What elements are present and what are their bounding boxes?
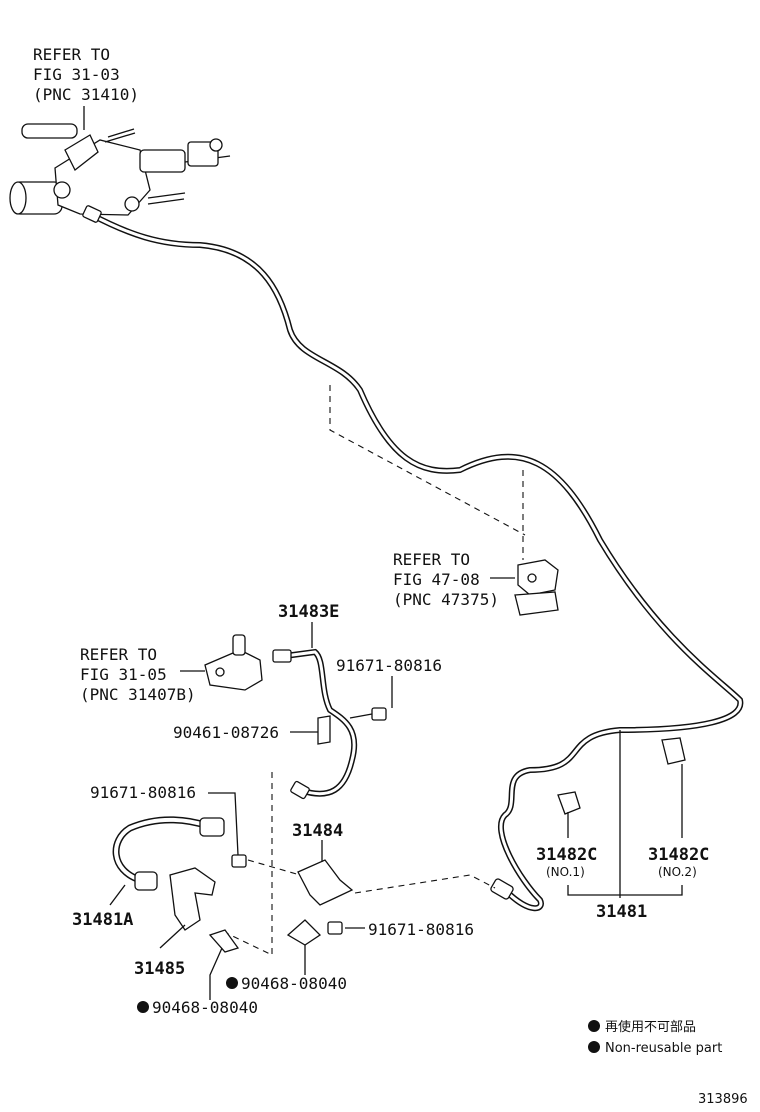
bolt-91671-top bbox=[349, 707, 387, 721]
legend-dot-2 bbox=[588, 1041, 600, 1053]
ref-clamp-l3: (PNC 47375) bbox=[393, 590, 499, 609]
clip-90468-mid bbox=[286, 919, 322, 946]
label-31481A: 31481A bbox=[72, 910, 133, 930]
label-31485: 31485 bbox=[134, 959, 185, 979]
dash-left-vert bbox=[219, 772, 273, 956]
clamp-31482C-no2 bbox=[661, 737, 686, 765]
label-91671-left: 91671-80816 bbox=[90, 783, 196, 802]
label-31481: 31481 bbox=[596, 902, 647, 922]
label-31482C-2: 31482C bbox=[648, 845, 709, 865]
dash-31484-pipe bbox=[354, 874, 496, 894]
bolt-91671-mid bbox=[327, 921, 343, 935]
leader-91671-left bbox=[208, 792, 239, 856]
label-90468-a: 90468-08040 bbox=[241, 974, 347, 993]
clip-90468-left bbox=[208, 929, 240, 953]
label-90461: 90461-08726 bbox=[173, 723, 279, 742]
label-31482C-1: 31482C bbox=[536, 845, 597, 865]
label-31482C-1-sub: (NO.1) bbox=[546, 865, 585, 879]
legend-en: Non-reusable part bbox=[605, 1041, 722, 1056]
hose-end-lower bbox=[134, 871, 158, 891]
legend-jp: 再使用不可部品 bbox=[605, 1019, 696, 1035]
label-91671-top: 91671-80816 bbox=[336, 656, 442, 675]
legend-dot-1 bbox=[588, 1020, 600, 1032]
pipe-clamp bbox=[514, 559, 559, 616]
bracket-31484 bbox=[297, 859, 354, 906]
ref-clamp-l2: FIG 47-08 bbox=[393, 570, 480, 589]
ref-clamp-l1: REFER TO bbox=[393, 550, 470, 569]
leader-31485 bbox=[159, 924, 186, 949]
nonreusable-dot-b bbox=[137, 1001, 149, 1013]
leader-31481-bracket bbox=[567, 885, 683, 896]
label-90468-b: 90468-08040 bbox=[152, 998, 258, 1017]
dash-clamp-1 bbox=[329, 385, 526, 536]
figure-id: 313896 bbox=[698, 1092, 748, 1107]
master-cylinder bbox=[9, 123, 231, 221]
hose-end-upper bbox=[199, 817, 225, 837]
label-31484: 31484 bbox=[292, 821, 343, 841]
pipe-fitting-top bbox=[82, 205, 102, 223]
bolt-91671-left bbox=[231, 854, 247, 868]
ref-master-l2: FIG 31-03 bbox=[33, 65, 120, 84]
clamp-31482C-no1 bbox=[557, 791, 581, 815]
ref-master-l3: (PNC 31410) bbox=[33, 85, 139, 104]
ref-master-l1: REFER TO bbox=[33, 45, 110, 64]
ref-release-l1: REFER TO bbox=[80, 645, 157, 664]
leader-31481A bbox=[109, 884, 126, 906]
nonreusable-dot-a bbox=[226, 977, 238, 989]
label-31483E: 31483E bbox=[278, 602, 339, 622]
clip-90461 bbox=[317, 715, 331, 745]
bracket-31485 bbox=[169, 867, 216, 931]
ref-release-l3: (PNC 31407B) bbox=[80, 685, 196, 704]
dash-bolt-left bbox=[247, 859, 301, 876]
leader-90468-left bbox=[209, 947, 223, 1000]
ref-release-l2: FIG 31-05 bbox=[80, 665, 167, 684]
label-91671-mid: 91671-80816 bbox=[368, 920, 474, 939]
clutch-pipe-inner bbox=[89, 212, 742, 910]
label-31482C-2-sub: (NO.2) bbox=[658, 865, 697, 879]
release-cylinder-fitting bbox=[204, 634, 263, 691]
pipe-fitting-bottom bbox=[490, 878, 514, 900]
